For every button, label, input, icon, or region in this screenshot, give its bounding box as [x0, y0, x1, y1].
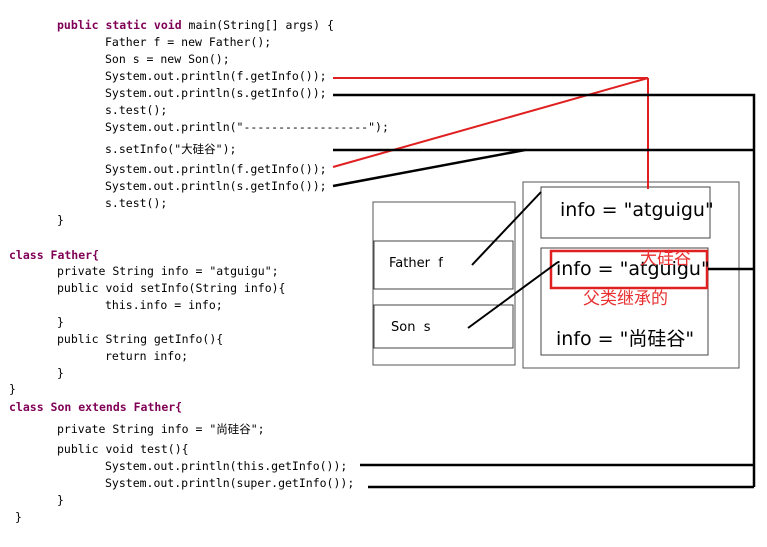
code-line-class-father: class Father{: [9, 248, 100, 262]
code-line: public void setInfo(String info){: [57, 281, 286, 295]
code-line: System.out.println(this.getInfo());: [105, 459, 348, 473]
code-line: Son s = new Son();: [105, 52, 230, 66]
stack-var-father: [373, 240, 514, 290]
code-line: System.out.println(super.getInfo());: [105, 476, 355, 490]
inherited-note: 父类继承的: [583, 289, 668, 309]
overwrite-annotation: 大硅谷: [640, 249, 691, 269]
code-line: System.out.println(s.getInfo());: [105, 179, 327, 193]
son-object: [540, 247, 709, 356]
code-line: this.info = info;: [105, 298, 223, 312]
code-line: s.setInfo("大硅谷");: [105, 142, 237, 156]
stack-frame: [372, 201, 516, 366]
code-line: public void test(){: [57, 442, 189, 456]
father-obj-info: info = "atguigu": [560, 199, 714, 221]
son-parent-info: info = "atguigu": [556, 258, 710, 280]
stack-label-father: Father f: [389, 256, 443, 271]
code-line-main: public static void main(String[] args) {: [57, 18, 334, 32]
code-line: s.test();: [105, 103, 168, 117]
father-object: [540, 186, 711, 239]
code-line: private String info = "atguigu";: [57, 264, 279, 278]
inherited-info-highlight: [549, 249, 709, 290]
code-line: }: [57, 366, 64, 380]
heap-area: [522, 181, 740, 369]
code-line-class-son: class Son extends Father{: [9, 400, 183, 414]
code-line: System.out.println(s.getInfo());: [105, 86, 327, 100]
son-own-info: info = "尚硅谷": [556, 328, 695, 350]
code-line: }: [15, 510, 22, 524]
black-line-s-getinfo-2: [332, 148, 526, 188]
ref-arrow-father: [471, 191, 542, 266]
code-line: System.out.println(f.getInfo());: [105, 162, 327, 176]
code-line: System.out.println(f.getInfo());: [105, 69, 327, 83]
code-line: return info;: [105, 349, 189, 363]
code-line: Father f = new Father();: [105, 35, 272, 49]
code-line: }: [57, 315, 64, 329]
code-line: public String getInfo(){: [57, 332, 224, 346]
stack-label-son: Son s: [391, 320, 431, 335]
code-line: System.out.println("------------------")…: [105, 120, 389, 134]
code-line: s.test();: [105, 196, 168, 210]
black-line-s-getinfo: [333, 93, 756, 487]
code-line: }: [9, 382, 16, 396]
code-line: }: [57, 493, 64, 507]
red-line-f-getinfo-2: [332, 77, 649, 168]
code-line: private String info = "尚硅谷";: [57, 422, 265, 436]
code-line: }: [57, 213, 64, 227]
ref-arrow-son: [467, 261, 559, 329]
